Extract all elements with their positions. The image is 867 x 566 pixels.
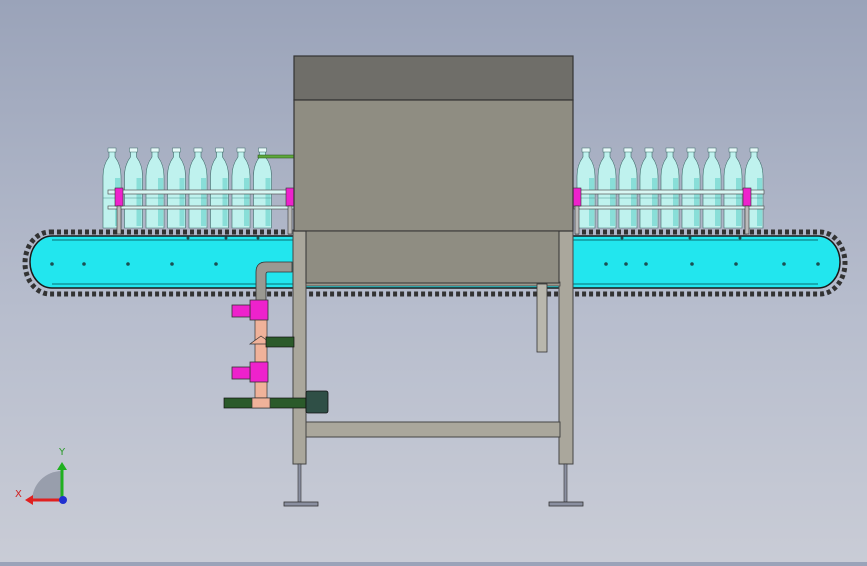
bottle	[253, 147, 272, 229]
bottle	[702, 147, 722, 229]
bottle-row-right	[576, 147, 764, 229]
bottle	[145, 147, 165, 229]
conveyor-bolts	[50, 236, 820, 266]
bottle	[124, 147, 143, 229]
rail-brackets	[114, 187, 752, 235]
bottle-row-left	[102, 147, 272, 229]
bottle	[597, 147, 617, 229]
green-rod	[257, 154, 295, 159]
bottle	[188, 147, 208, 229]
bottle	[681, 147, 701, 229]
conveyor-chain	[22, 229, 848, 297]
bottle	[167, 147, 186, 229]
y-axis-label: Y	[58, 447, 66, 458]
coordinate-triad: X Y	[15, 447, 67, 505]
cabinet	[293, 55, 574, 284]
x-axis-label: X	[15, 489, 22, 500]
bottle	[639, 147, 659, 229]
bottle	[210, 147, 229, 229]
bottle	[231, 147, 251, 229]
z-axis-dot	[59, 496, 67, 504]
bottle	[618, 147, 638, 229]
leveling-feet	[283, 463, 584, 507]
bottle	[660, 147, 680, 229]
bottle	[723, 147, 743, 229]
drain-pipe	[536, 283, 548, 353]
inlet-pipe-assembly	[223, 261, 329, 414]
